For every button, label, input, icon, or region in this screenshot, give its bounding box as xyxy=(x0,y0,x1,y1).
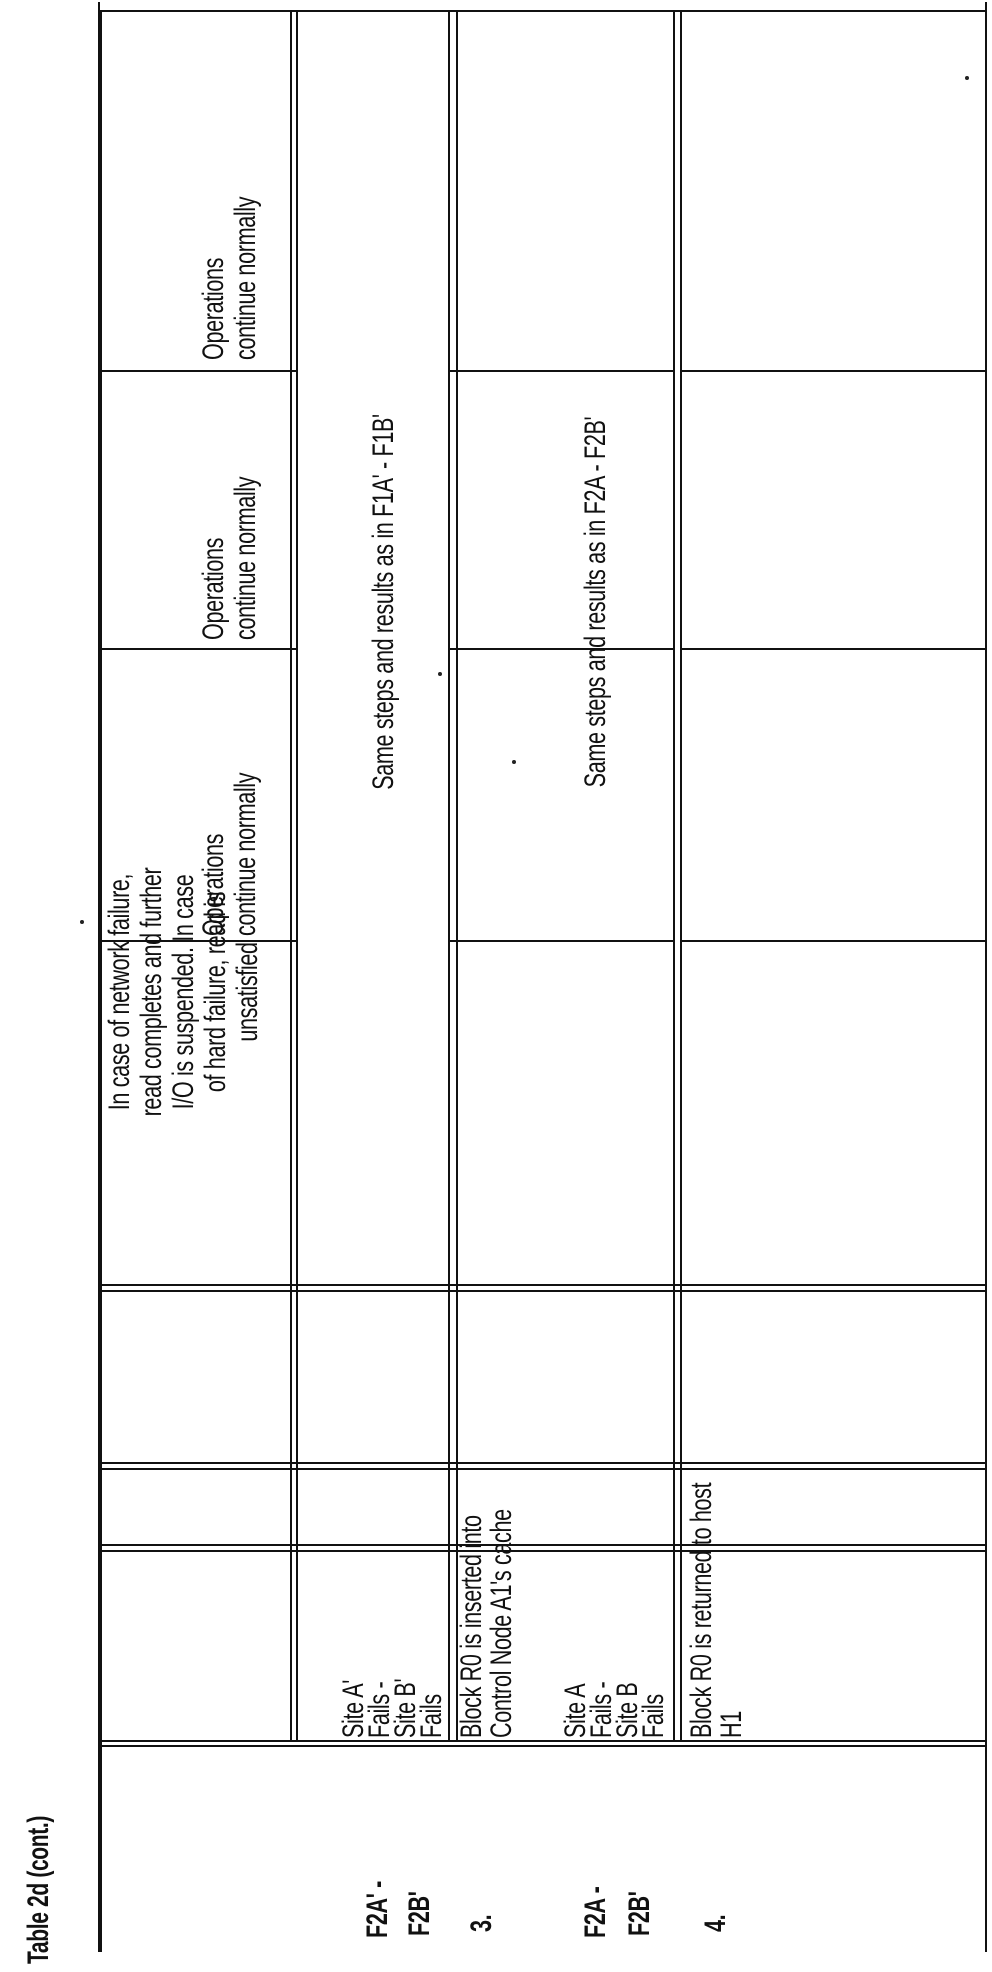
step-line: Block R0 is inserted into xyxy=(456,1515,487,1738)
step-number: 3. xyxy=(466,1915,497,1932)
same-steps-note: Same steps and results as in F2A - F2B' xyxy=(580,278,611,926)
row-code-line2: F2B' xyxy=(624,1891,655,1936)
rule xyxy=(680,12,682,1742)
speck xyxy=(965,76,969,80)
result-line: Operations xyxy=(198,538,229,640)
row-code-line2: F2B' xyxy=(404,1891,435,1936)
rule xyxy=(98,10,985,12)
rule xyxy=(98,1550,985,1552)
step-number: 4. xyxy=(700,1915,731,1932)
rule xyxy=(98,648,296,650)
rule xyxy=(985,2,987,1952)
rule xyxy=(98,1290,985,1292)
result-line: Operations xyxy=(198,258,229,360)
same-steps-note: Same steps and results as in F1A' - F1B' xyxy=(368,278,399,926)
result-line: Operations xyxy=(198,834,229,936)
row-code-line1: F2A' - xyxy=(362,1881,393,1938)
rule xyxy=(98,1544,985,1546)
row-description-line: Fails xyxy=(638,1694,669,1738)
rule xyxy=(448,940,673,942)
step-line: Control Node A1's cache xyxy=(486,1509,517,1738)
rule xyxy=(98,1745,985,1747)
speck xyxy=(512,760,516,764)
rule xyxy=(100,10,102,1952)
result-line: continue normally xyxy=(230,197,261,360)
rule xyxy=(296,12,298,1742)
row-description-line: Fails xyxy=(416,1694,447,1738)
rule xyxy=(448,648,673,650)
rule xyxy=(448,12,450,1742)
rule xyxy=(456,12,458,1742)
rule xyxy=(98,1468,985,1470)
speck xyxy=(80,920,84,924)
result-line: continue normally xyxy=(230,773,261,936)
row-code-line1: F2A - xyxy=(580,1887,611,1938)
step-line: I/O is suspended. In case xyxy=(168,805,199,1179)
rule xyxy=(680,370,985,372)
step-line: In case of network failure, xyxy=(104,805,135,1179)
rule xyxy=(98,1740,985,1742)
rule xyxy=(673,12,675,1742)
rule xyxy=(680,940,985,942)
step-line: H1 xyxy=(716,1711,747,1738)
rule xyxy=(680,648,985,650)
rule xyxy=(98,1462,985,1464)
rule xyxy=(448,370,673,372)
step-line: Block R0 is returned to host xyxy=(686,1483,717,1738)
rule xyxy=(290,12,292,1742)
result-line: continue normally xyxy=(230,477,261,640)
rule xyxy=(98,1284,985,1286)
speck xyxy=(438,672,442,676)
rule xyxy=(98,370,296,372)
step-line: read completes and further xyxy=(136,805,167,1179)
